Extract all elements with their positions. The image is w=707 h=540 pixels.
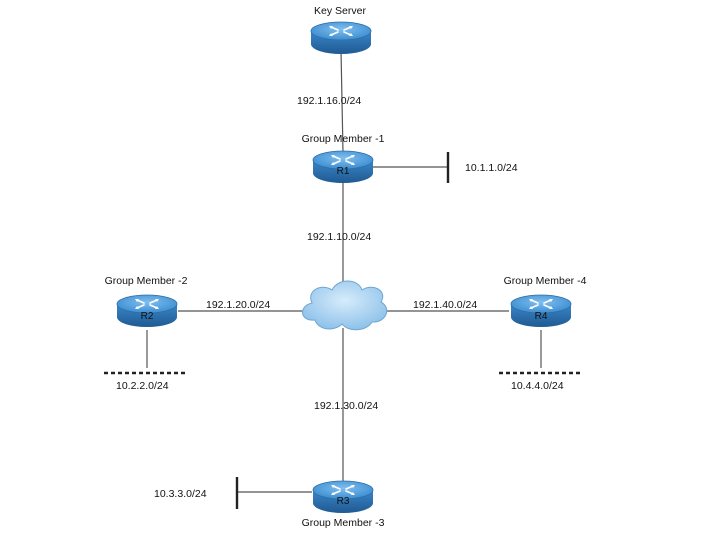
link-keyserver-r1: [340, 49, 344, 153]
key-server-router-icon: [310, 21, 372, 55]
lan-r4-label: 10.4.4.0/24: [511, 380, 564, 392]
group-member-3-label: Group Member -3: [301, 517, 385, 529]
key-server-label: Key Server: [314, 5, 366, 17]
subnet-r1-cloud-label: 192.1.10.0/24: [307, 231, 372, 243]
lan-r3-label: 10.3.3.0/24: [154, 488, 207, 500]
r1-name: R1: [336, 166, 350, 177]
subnet-r3-cloud-label: 192.1.30.0/24: [314, 400, 379, 412]
group-member-4-label: Group Member -4: [503, 275, 587, 287]
group-member-1-label: Group Member -1: [301, 133, 385, 145]
lan-r2-label: 10.2.2.0/24: [116, 380, 169, 392]
subnet-ks-r1-label: 192.1.16.0/24: [297, 95, 362, 107]
subnet-r4-cloud-label: 192.1.40.0/24: [413, 299, 478, 311]
lan-r1-label: 10.1.1.0/24: [465, 162, 518, 174]
r3-name: R3: [336, 496, 350, 507]
group-member-2-label: Group Member -2: [104, 275, 188, 287]
subnet-r2-cloud-label: 192.1.20.0/24: [206, 299, 271, 311]
r2-name: R2: [140, 311, 154, 322]
wan-cloud-icon: [302, 280, 388, 331]
r4-name: R4: [534, 311, 548, 322]
